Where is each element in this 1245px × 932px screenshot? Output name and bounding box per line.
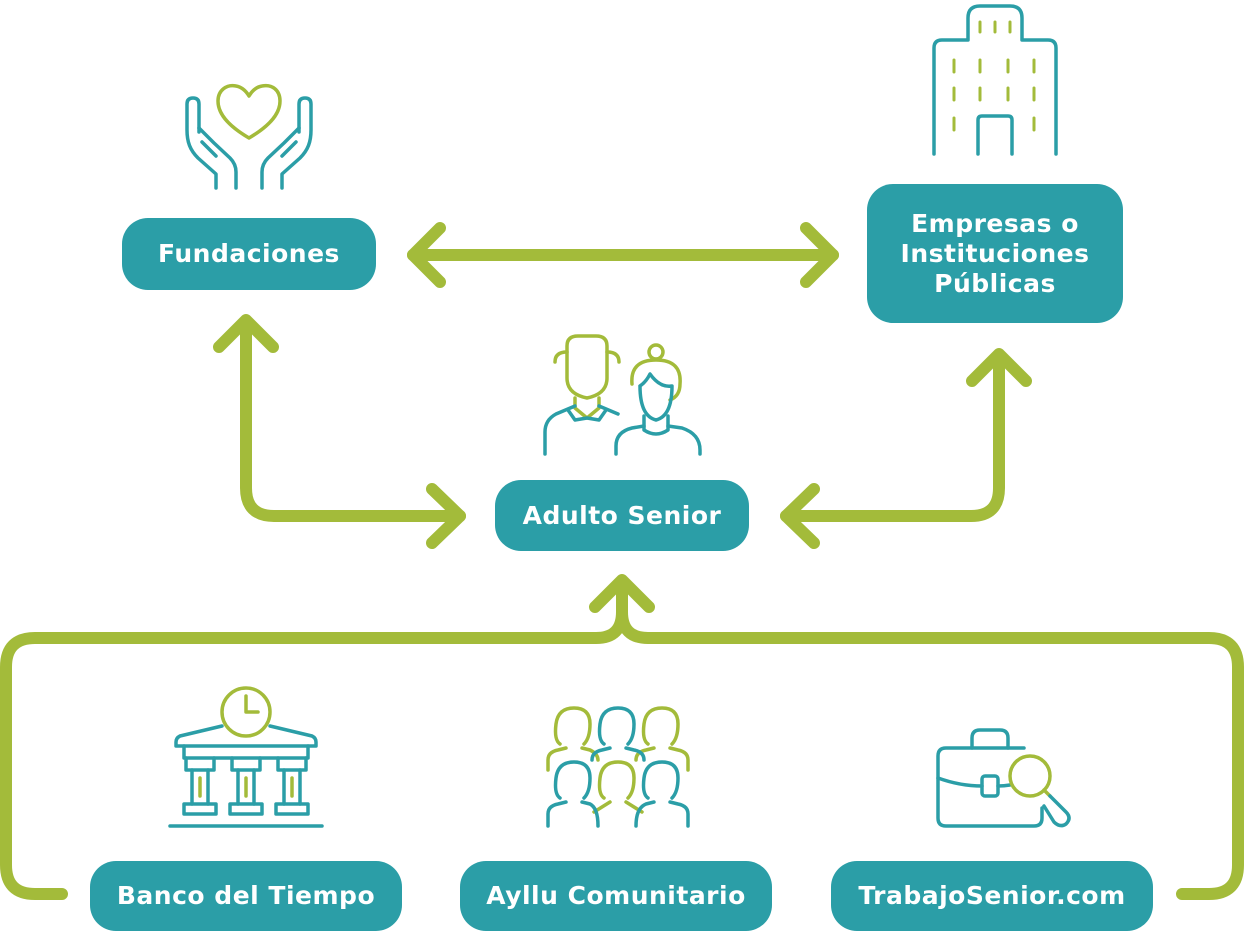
node-empresas: Empresas o Instituciones Públicas xyxy=(867,184,1123,323)
node-trabajo-senior-label: TrabajoSenior.com xyxy=(858,881,1126,910)
node-adulto-senior-label: Adulto Senior xyxy=(522,500,722,530)
arrowhead-up xyxy=(966,348,1032,387)
node-empresas-label: Empresas o Instituciones Públicas xyxy=(900,208,1090,298)
node-banco-tiempo: Banco del Tiempo xyxy=(90,861,402,931)
arrowhead-up xyxy=(589,574,655,613)
heart-hands-icon xyxy=(185,83,313,190)
node-fundaciones-label: Fundaciones xyxy=(158,239,340,268)
node-adulto-senior: Adulto Senior xyxy=(495,480,749,551)
edge-fundaciones-adulto xyxy=(213,314,466,549)
bank-clock-icon xyxy=(168,686,324,828)
arrowhead-left xyxy=(780,483,820,549)
node-ayllu: Ayllu Comunitario xyxy=(460,861,772,931)
briefcase-search-icon xyxy=(936,728,1071,828)
node-ayllu-label: Ayllu Comunitario xyxy=(486,881,746,910)
node-trabajo-senior: TrabajoSenior.com xyxy=(831,861,1153,931)
edge-bottom-loop xyxy=(0,574,1244,900)
arrowhead-left xyxy=(407,222,446,288)
office-building-icon xyxy=(932,4,1058,156)
community-group-icon xyxy=(546,706,690,828)
arrowhead-right xyxy=(800,222,839,288)
arrowhead-up xyxy=(213,314,279,353)
edge-fundaciones-empresas xyxy=(407,222,839,288)
node-fundaciones: Fundaciones xyxy=(122,218,376,290)
senior-couple-icon xyxy=(543,334,702,456)
node-banco-tiempo-label: Banco del Tiempo xyxy=(116,881,376,910)
edge-empresas-adulto xyxy=(780,348,1032,549)
arrowhead-right xyxy=(426,483,466,549)
